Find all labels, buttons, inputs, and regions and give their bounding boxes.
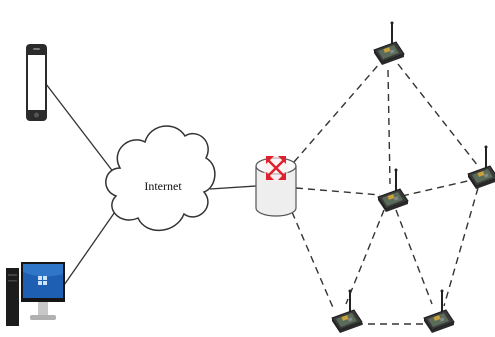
router-arrows-icon: [266, 156, 286, 180]
link-phone-cloud: [45, 83, 125, 187]
link-router-node2: [295, 187, 381, 196]
link-node2-node4: [345, 209, 385, 305]
wireless-links: [291, 62, 479, 325]
link-node1-node3: [397, 63, 479, 167]
wireless-sensor-node-icon: [467, 144, 495, 190]
link-cloud-router: [209, 185, 257, 190]
router-icon: [255, 155, 297, 217]
desktop-computer-icon: [6, 262, 65, 326]
sensor-nodes: [331, 20, 495, 334]
link-router-node1: [293, 62, 381, 163]
link-node2-node3: [401, 179, 473, 197]
link-router-node4: [291, 211, 335, 311]
link-node1-node2: [387, 69, 391, 185]
link-node3-node5: [443, 187, 479, 307]
cloud-icon: Internet: [105, 125, 216, 232]
smartphone-icon: [26, 44, 47, 121]
cloud-label: Internet: [144, 179, 182, 193]
wireless-sensor-node-icon: [377, 167, 409, 213]
wireless-sensor-node-icon: [373, 20, 405, 66]
wireless-sensor-node-icon: [423, 288, 455, 334]
windows-logo-icon: [38, 276, 47, 285]
link-node2-node5: [395, 209, 433, 305]
wireless-sensor-node-icon: [331, 288, 363, 334]
